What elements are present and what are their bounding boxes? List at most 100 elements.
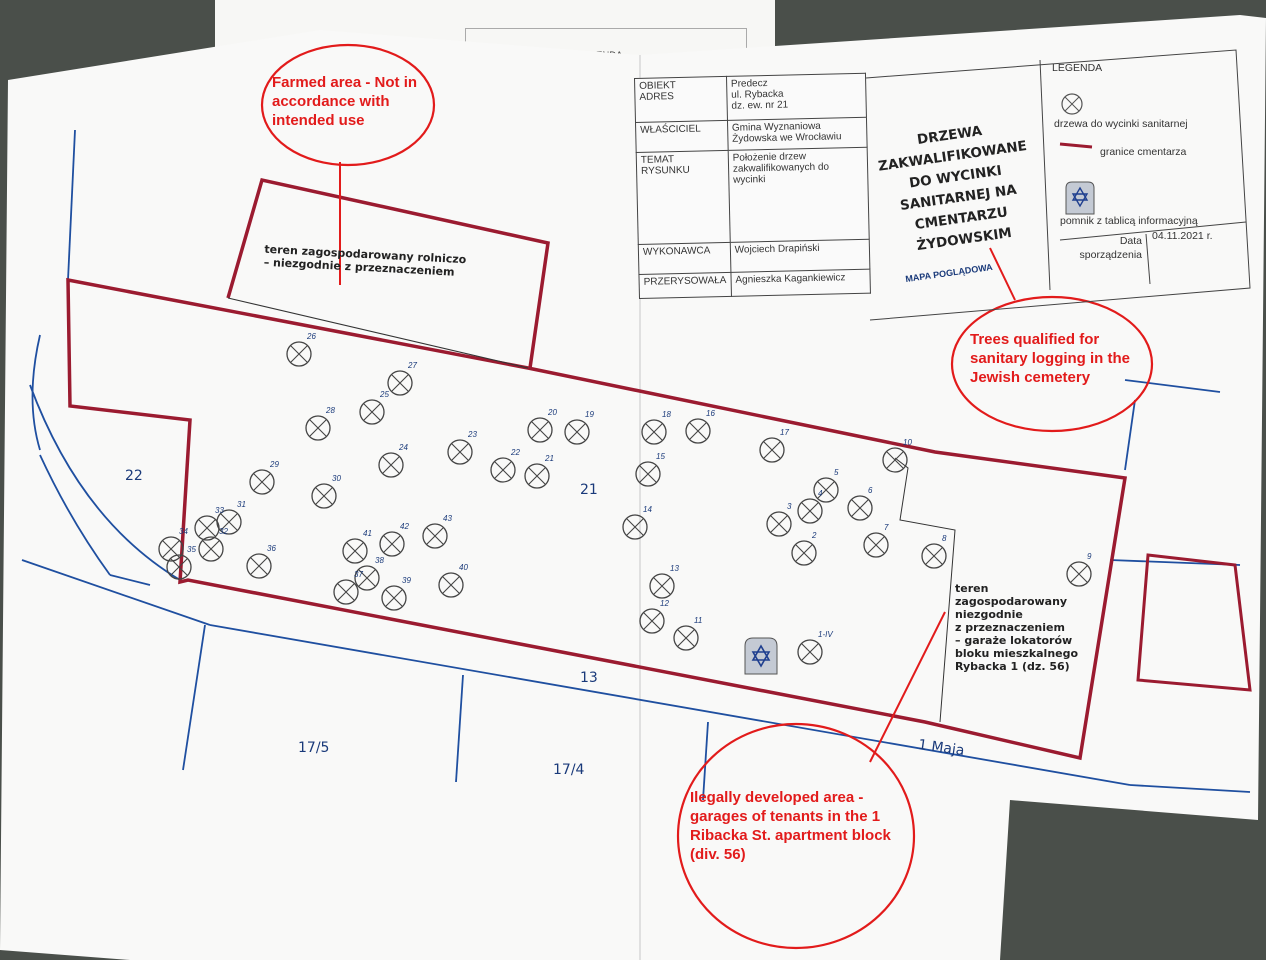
tree-number: 9 — [1087, 552, 1092, 561]
tree-marker-27 — [387, 370, 413, 396]
title-table-value: Gmina Wyznaniowa Żydowska we Wrocławiu — [727, 117, 868, 151]
tree-marker-41 — [342, 538, 368, 564]
title-table-key: WŁAŚCICIEL — [635, 120, 728, 153]
tree-number: 28 — [326, 406, 335, 415]
tree-marker-1-IV — [797, 639, 823, 665]
annotation-trees: Trees qualified for sanitary logging in … — [970, 331, 1131, 386]
tree-marker-34 — [158, 536, 184, 562]
tree-number: 2 — [812, 531, 817, 540]
tree-marker-39 — [381, 585, 407, 611]
annotation-farmed: Farmed area - Not in accordance with int… — [272, 74, 418, 129]
legend-boundary-icon — [1059, 142, 1093, 149]
tree-number: 34 — [179, 527, 188, 536]
title-table-value: Położenie drzew zakwalifikowanych do wyc… — [727, 147, 870, 243]
tree-number: 1-IV — [818, 630, 833, 639]
title-table-value: Agnieszka Kagankiewicz — [730, 269, 871, 297]
tree-marker-28 — [305, 415, 331, 441]
tree-marker-9 — [1066, 561, 1092, 587]
title-table-key: WYKONAWCA — [638, 242, 731, 275]
tree-number: 11 — [694, 616, 703, 625]
parcel-22: 22 — [125, 468, 143, 484]
tree-marker-24 — [378, 452, 404, 478]
legend-date-label: Data sporządzenia — [1079, 235, 1142, 261]
tree-number: 23 — [468, 430, 477, 439]
tree-number: 35 — [187, 545, 196, 554]
tree-number: 10 — [903, 438, 912, 447]
tree-marker-42 — [379, 531, 405, 557]
tree-number: 5 — [834, 468, 839, 477]
legend-monument-icon — [1065, 181, 1095, 215]
tree-number: 41 — [363, 529, 372, 538]
title-table-value: Wojciech Drapiński — [730, 239, 870, 273]
tree-number: 39 — [402, 576, 411, 585]
parcel-lines — [21, 129, 1251, 801]
legend-date-value: 04.11.2021 r. — [1152, 230, 1213, 242]
tree-number: 13 — [670, 564, 679, 573]
annotation-leaders — [339, 162, 1016, 763]
tree-marker-10 — [882, 447, 908, 473]
tree-marker-6 — [847, 495, 873, 521]
parcel-17-4: 17/4 — [553, 762, 585, 778]
tree-number: 24 — [399, 443, 408, 452]
drawing-title: DRZEWA ZAKWALIFIKOWANE DO WYCINKI SANITA… — [864, 114, 1050, 262]
tree-number: 8 — [942, 534, 947, 543]
tree-number: 16 — [706, 409, 715, 418]
tree-number: 32 — [219, 527, 228, 536]
tree-number: 30 — [332, 474, 341, 483]
tree-number: 33 — [215, 506, 224, 515]
tree-marker-18 — [641, 419, 667, 445]
tree-marker-17 — [759, 437, 785, 463]
star-of-david-icon — [751, 644, 771, 668]
parcel-21: 21 — [580, 482, 598, 498]
tree-number: 3 — [787, 502, 792, 511]
tree-marker-12 — [639, 608, 665, 634]
tree-number: 14 — [643, 505, 652, 514]
tree-number: 40 — [459, 563, 468, 572]
tree-number: 4 — [818, 489, 823, 498]
tree-marker-2 — [791, 540, 817, 566]
tree-marker-35 — [166, 554, 192, 580]
legend-heading: LEGENDA — [1052, 62, 1103, 74]
tree-number: 17 — [780, 428, 789, 437]
tree-marker-13 — [649, 573, 675, 599]
tree-marker-3 — [766, 511, 792, 537]
title-table-value: Predecz ul. Rybacka dz. ew. nr 21 — [726, 73, 867, 121]
legend-tree-label: drzewa do wycinki sanitarnej — [1054, 118, 1188, 130]
tree-marker-22 — [490, 457, 516, 483]
parcel-17-5: 17/5 — [298, 740, 330, 756]
tree-number: 27 — [408, 361, 417, 370]
tree-marker-25 — [359, 399, 385, 425]
cemetery-boundary — [66, 177, 1252, 761]
tree-marker-14 — [622, 514, 648, 540]
tree-marker-32 — [198, 536, 224, 562]
title-table-key: OBIEKT ADRES — [634, 76, 728, 123]
tree-marker-8 — [921, 543, 947, 569]
tree-marker-37 — [333, 579, 359, 605]
inner-lines — [227, 297, 956, 723]
tree-marker-30 — [311, 483, 337, 509]
tree-number: 22 — [511, 448, 520, 457]
tree-number: 29 — [270, 460, 279, 469]
tree-number: 6 — [868, 486, 873, 495]
tree-number: 42 — [400, 522, 409, 531]
tree-marker-21 — [524, 463, 550, 489]
tree-number: 7 — [884, 523, 889, 532]
tree-number: 25 — [380, 390, 389, 399]
trees-layer — [158, 341, 1092, 665]
tree-number: 21 — [545, 454, 554, 463]
sheet-surface — [0, 15, 1266, 960]
tree-marker-11 — [673, 625, 699, 651]
legend-frame — [865, 49, 1251, 321]
tree-number: 31 — [237, 500, 246, 509]
tree-marker-4 — [797, 498, 823, 524]
tree-number: 19 — [585, 410, 594, 419]
title-table-key: PRZERYSOWAŁA — [638, 272, 732, 299]
tree-number: 26 — [307, 332, 316, 341]
tree-marker-19 — [564, 419, 590, 445]
